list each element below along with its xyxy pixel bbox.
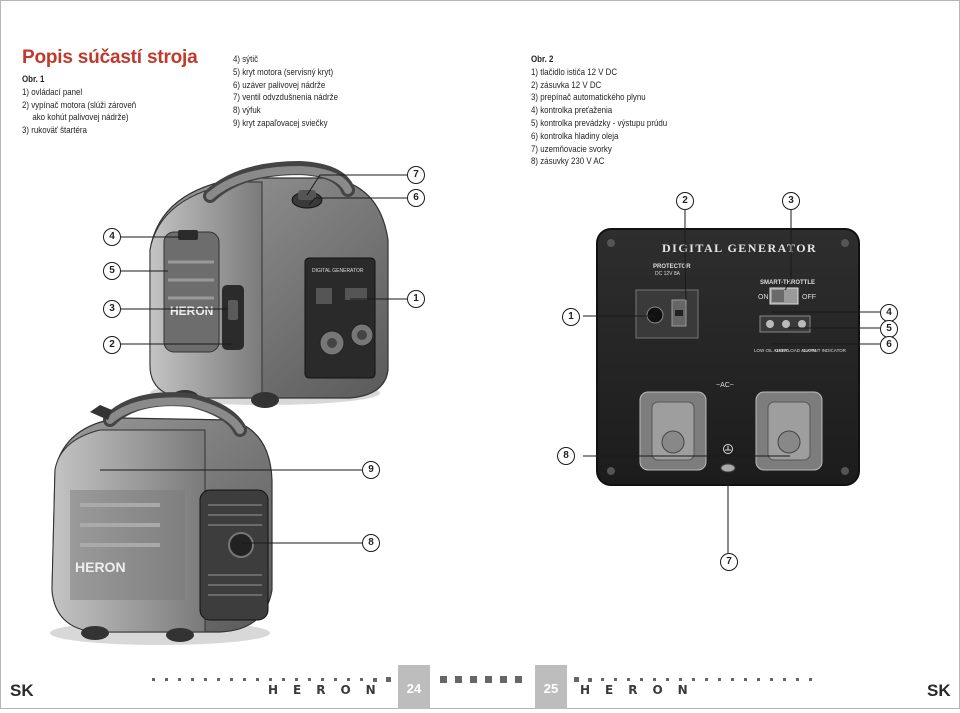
panel-protector: PROTECTOR [653,264,691,270]
callout-8: 8 [362,534,380,552]
fig1-item: 5) kryt motora (servisný kryt) [233,66,334,77]
fig2-item: 4) kontrolka preťaženia [531,105,613,116]
fig2-item: 1) tlačidlo ističa 12 V DC [531,66,618,77]
callout-2: 2 [103,336,121,354]
generator-photo: HERON [50,392,273,645]
fig1-item: 9) kryt zapaľovacej sviečky [233,117,328,128]
fig1-item: 6) uzáver palivovej nádrže [233,79,326,90]
fig2-item: 6) kontrolka hladiny oleja [531,130,619,141]
fig1-item: 1) ovládací panel [22,86,83,97]
callout-3: 3 [103,300,121,318]
callout-4: 4 [103,228,121,246]
panel-on: ON [758,294,769,301]
fig1-label: Obr. 1 [22,74,45,84]
fig1-item: ako kohút palivovej nádrže) [32,112,129,123]
fig2-legend: Obr. 2 1) tlačidlo ističa 12 V DC 2) zás… [531,53,667,168]
panel-overload: OVERLOAD ALARM [775,348,817,353]
panel-output: OUTPUT INDICATOR [802,348,847,353]
fig2-item: 2) zásuvka 12 V DC [531,79,602,90]
panel-off: OFF [802,294,816,301]
fig1-item: 7) ventil odvzdušnenia nádrže [233,92,338,103]
fig2-item: 3) prepínač automatického plynu [531,92,646,103]
fig2-item: 8) zásuvky 230 V AC [531,156,605,167]
callout-9: 9 [362,461,380,479]
callout-8: 8 [557,447,575,465]
svg-text:DIGITAL GENERATOR: DIGITAL GENERATOR [312,268,364,274]
svg-text:HERON: HERON [170,304,213,318]
callout-7: 7 [407,166,425,184]
footer-lang-right: SK [927,681,951,700]
page-title: Popis súčastí stroja [22,47,198,68]
fig1-legend: Obr. 1 1) ovládací panel 2) vypínač moto… [22,73,136,137]
fig2-item: 7) uzemňovacie svorky [531,143,612,154]
fig1-item: 4) sýtič [233,54,259,64]
callout-1: 1 [407,290,425,308]
svg-text:HERON: HERON [75,559,126,575]
ground-symbol-icon [723,444,733,454]
fig2-item: 5) kontrolka prevádzky - výstupu prúdu [531,117,668,128]
callout-1: 1 [562,308,580,326]
panel-protector-sub: DC 12V 8A [655,271,681,277]
panel-title: DIGITAL GENERATOR [662,241,817,255]
callout-5: 5 [103,262,121,280]
page-number-left: 24 [398,665,430,709]
panel-low-oil: LOW OIL ALERT [754,348,788,353]
callout-4: 4 [880,304,898,322]
callout-6: 6 [407,189,425,207]
control-panel-photo: DIGITAL GENERATOR PROTECTOR DC 12V 8A SM… [596,228,860,486]
fig1-item: 2) vypínač motora (slúži zároveň [22,99,137,110]
fig1-legend-cont: 4) sýtič 5) kryt motora (servisný kryt) … [233,53,338,130]
footer-brand-right: HERON [580,683,703,697]
footer-brand-left: HERON [268,683,391,697]
page-number-right: 25 [535,665,567,709]
callout-7: 7 [720,553,738,571]
footer-lang-left: SK [10,681,34,700]
callout-6: 6 [880,336,898,354]
panel-smart-throttle: SMART-THROTTLE [760,280,815,286]
fig1-item: 8) výfuk [233,105,261,116]
callout-2: 2 [676,192,694,210]
generator-photo: HERON DIGITAL GENERATOR [149,160,389,408]
panel-ac: ~AC~ [716,382,734,389]
fig2-label: Obr. 2 [531,54,554,64]
fig1-item: 3) rukoväť štartéra [22,125,87,136]
callout-3: 3 [782,192,800,210]
